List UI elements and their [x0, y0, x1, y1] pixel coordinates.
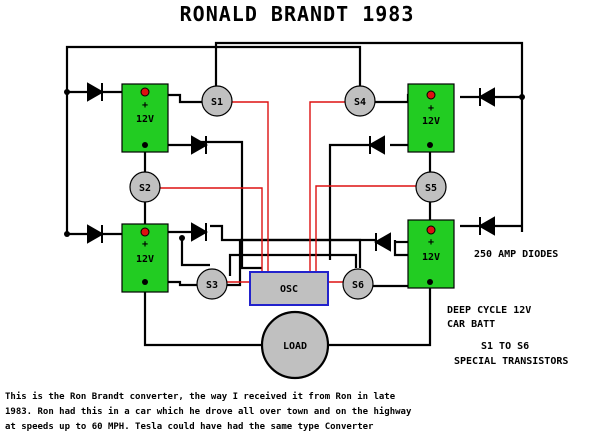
load-label: LOAD	[283, 341, 307, 352]
battery-voltage-label: 12V	[136, 254, 154, 265]
switch-label: S6	[352, 280, 364, 291]
oscillator: OSC	[249, 271, 329, 306]
caption-line-2: 1983. Ron had this in a car which he dro…	[5, 406, 412, 417]
battery-plus-label: +	[428, 103, 434, 114]
battery-4: + 12V	[407, 219, 455, 289]
battery-terminal-icon	[140, 87, 150, 97]
oscillator-label: OSC	[280, 284, 298, 295]
diode-mid-lower-right	[373, 232, 391, 252]
battery-voltage-label: 12V	[136, 114, 154, 125]
switch-s5: S5	[415, 171, 447, 203]
diode-right-top	[477, 87, 495, 107]
battery-voltage-label: 12V	[422, 116, 440, 127]
diode-left-bottom	[87, 224, 105, 244]
switch-label: S1	[211, 97, 223, 108]
battery-plus-label: +	[142, 100, 148, 111]
battery-annotation-line1: DEEP CYCLE 12V	[447, 305, 531, 316]
switch-label: S5	[425, 183, 437, 194]
switch-s3: S3	[196, 268, 228, 300]
diode-mid-upper-left	[191, 135, 209, 155]
diodes-annotation: 250 AMP DIODES	[474, 249, 558, 260]
junction-dots	[64, 89, 525, 285]
diode-left-top	[87, 82, 105, 102]
caption-line-1: This is the Ron Brandt converter, the wa…	[5, 391, 396, 402]
battery-voltage-label: 12V	[422, 252, 440, 263]
diagram-title: RONALD BRANDT 1983	[180, 2, 415, 26]
diode-right-bottom	[477, 216, 495, 236]
switch-label: S2	[139, 183, 151, 194]
caption-line-3: at speeds up to 60 MPH. Tesla could have…	[5, 422, 374, 432]
diode-mid-lower-left	[191, 222, 209, 242]
transistors-annotation-line1: S1 TO S6	[481, 341, 529, 352]
battery-annotation-line2: CAR BATT	[447, 319, 495, 330]
transistors-annotation-line2: SPECIAL TRANSISTORS	[454, 356, 568, 367]
switch-s1: S1	[201, 85, 233, 117]
switch-s2: S2	[129, 171, 161, 203]
battery-terminal-icon	[426, 225, 436, 235]
oscillator-box	[249, 271, 329, 306]
diode-mid-upper-right	[367, 135, 385, 155]
battery-terminal-icon	[426, 90, 436, 100]
switch-s6: S6	[342, 268, 374, 300]
battery-plus-label: +	[142, 239, 148, 250]
power-wiring	[65, 41, 524, 347]
battery-plus-label: +	[428, 237, 434, 248]
switch-label: S3	[206, 280, 218, 291]
battery-1: + 12V	[121, 83, 169, 153]
switch-label: S4	[354, 97, 366, 108]
battery-2: + 12V	[407, 83, 455, 153]
control-wiring	[160, 101, 416, 283]
switch-s4: S4	[344, 85, 376, 117]
battery-terminal-icon	[140, 227, 150, 237]
load: LOAD	[260, 310, 330, 380]
diodes	[87, 82, 495, 252]
